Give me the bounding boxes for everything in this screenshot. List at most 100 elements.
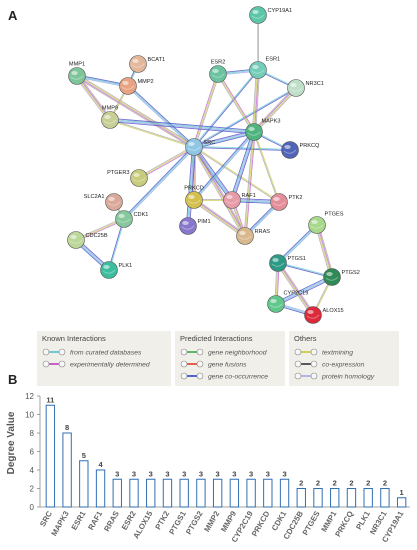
network-edge xyxy=(257,15,259,70)
network-node-cdc25b: CDC25B xyxy=(67,231,108,249)
bar-esr1 xyxy=(79,460,89,508)
y-axis-label: Degree Value xyxy=(6,411,17,474)
network-node-label: ESR1 xyxy=(266,57,281,63)
network-node-raf1: RAF1 xyxy=(223,191,256,209)
legend-item-predicted: gene fusions xyxy=(180,360,247,369)
network-node-mapk3: MAPK3 xyxy=(245,119,281,141)
bar-ptgs2 xyxy=(196,478,206,508)
network-node-label: PTGS1 xyxy=(288,256,306,262)
legend-item-label: gene co-occurrence xyxy=(208,374,268,381)
network-node-label: MMP2 xyxy=(138,79,154,85)
network-node-ptk2: PTK2 xyxy=(270,193,303,211)
bar-plk1 xyxy=(363,488,373,508)
legend-item-others: protein homology xyxy=(294,372,375,381)
network-node-ptgs2: PTGS2 xyxy=(323,268,360,286)
network-node-label: PRKCQ xyxy=(300,143,321,149)
network-node-label: MAPK3 xyxy=(262,119,281,125)
legend-item-label: textmining xyxy=(322,350,353,357)
bar-value-label: 3 xyxy=(115,469,119,478)
network-edge xyxy=(109,119,195,148)
bar-prkcd xyxy=(263,478,273,508)
network-edge xyxy=(108,218,125,271)
network-edge xyxy=(277,262,333,278)
network-node-label: RAF1 xyxy=(242,193,256,199)
bar-value-label: 2 xyxy=(349,479,353,488)
bar-src xyxy=(45,404,56,508)
bar-mapk3 xyxy=(62,432,72,508)
network-node-label: PTGER3 xyxy=(107,170,129,176)
network-edge xyxy=(216,73,256,133)
bar-cyp19a1 xyxy=(396,497,407,508)
x-tick-label: RRAS xyxy=(102,510,121,534)
network-node-label: BCAT1 xyxy=(148,57,166,63)
bar-value-label: 3 xyxy=(199,469,203,478)
legend-item-others: co-expression xyxy=(294,360,365,369)
y-tick-label: 8 xyxy=(30,429,35,438)
bar-value-label: 11 xyxy=(46,395,54,404)
network-node-label: PTGS2 xyxy=(342,270,360,276)
network-edge xyxy=(122,145,196,221)
network-node-label: NR3C1 xyxy=(306,81,324,87)
legend-box-predicted xyxy=(175,331,285,386)
network-edge xyxy=(314,224,335,278)
panel-a-label: A xyxy=(8,8,18,23)
legend-item-label: from curated databases xyxy=(70,350,142,357)
network-edge xyxy=(185,146,197,227)
network-edge xyxy=(75,74,112,122)
network-node-plk1: PLK1 xyxy=(100,261,132,279)
bar-value-label: 2 xyxy=(383,479,387,488)
network-node-prkcd: PRKCD xyxy=(184,186,204,209)
legend-item-label: protein homology xyxy=(321,374,375,381)
x-tick-label: PTGS2 xyxy=(184,509,205,536)
bar-value-label: 3 xyxy=(182,469,186,478)
network-edge xyxy=(138,145,195,180)
bar-value-label: 3 xyxy=(282,469,286,478)
network-node-label: ALOX15 xyxy=(323,308,344,314)
bar-cdc25b xyxy=(296,488,306,508)
network-node-label: PTK2 xyxy=(289,195,303,201)
network-node-label: ESR2 xyxy=(211,60,226,66)
bar-alox15 xyxy=(146,478,156,508)
bar-esr2 xyxy=(129,478,139,508)
network-node-label: RRAS xyxy=(255,229,271,235)
bar-value-label: 3 xyxy=(132,469,136,478)
network-node-label: CYP2C19 xyxy=(284,291,309,297)
bar-value-label: 2 xyxy=(316,479,320,488)
network-node-label: MMP9 xyxy=(102,106,118,112)
network-edge xyxy=(276,261,315,317)
bar-value-label: 1 xyxy=(400,488,404,497)
y-tick-label: 2 xyxy=(30,485,35,494)
network-edge xyxy=(192,198,247,238)
network-edge xyxy=(193,146,291,151)
network-node-ptgs1: PTGS1 xyxy=(269,254,306,272)
bar-ptges xyxy=(313,488,323,508)
bar-ptk2 xyxy=(162,478,173,508)
bar-mmp2 xyxy=(212,478,223,508)
bar-cyp2c19 xyxy=(246,478,256,508)
bar-raf1 xyxy=(95,469,106,508)
network-node-label: PTGES xyxy=(325,212,344,218)
bar-prkcq xyxy=(346,488,357,508)
network-edge xyxy=(192,73,220,148)
network-edge xyxy=(275,275,333,306)
bar-value-label: 8 xyxy=(65,423,69,432)
bar-rras xyxy=(112,478,122,508)
bar-mmp9 xyxy=(229,478,240,508)
y-tick-label: 4 xyxy=(30,466,35,475)
network-edge xyxy=(75,74,196,149)
legend-box-others xyxy=(289,331,399,386)
network-edge xyxy=(276,223,319,265)
network-node-label: MMP1 xyxy=(69,62,85,68)
network-node-label: PRKCD xyxy=(184,186,204,192)
legend-item-predicted: gene neighborhood xyxy=(180,348,267,357)
legend-item-known: from curated databases xyxy=(42,348,142,357)
bar-mmp1 xyxy=(330,488,340,508)
bar-cdk1 xyxy=(279,478,290,508)
network-node-pim1: PIM1 xyxy=(179,217,211,235)
network-node-ptges: PTGES xyxy=(308,212,344,234)
network-edge xyxy=(192,130,256,202)
y-tick-label: 0 xyxy=(30,503,35,512)
network-node-label: CDK1 xyxy=(134,212,149,218)
